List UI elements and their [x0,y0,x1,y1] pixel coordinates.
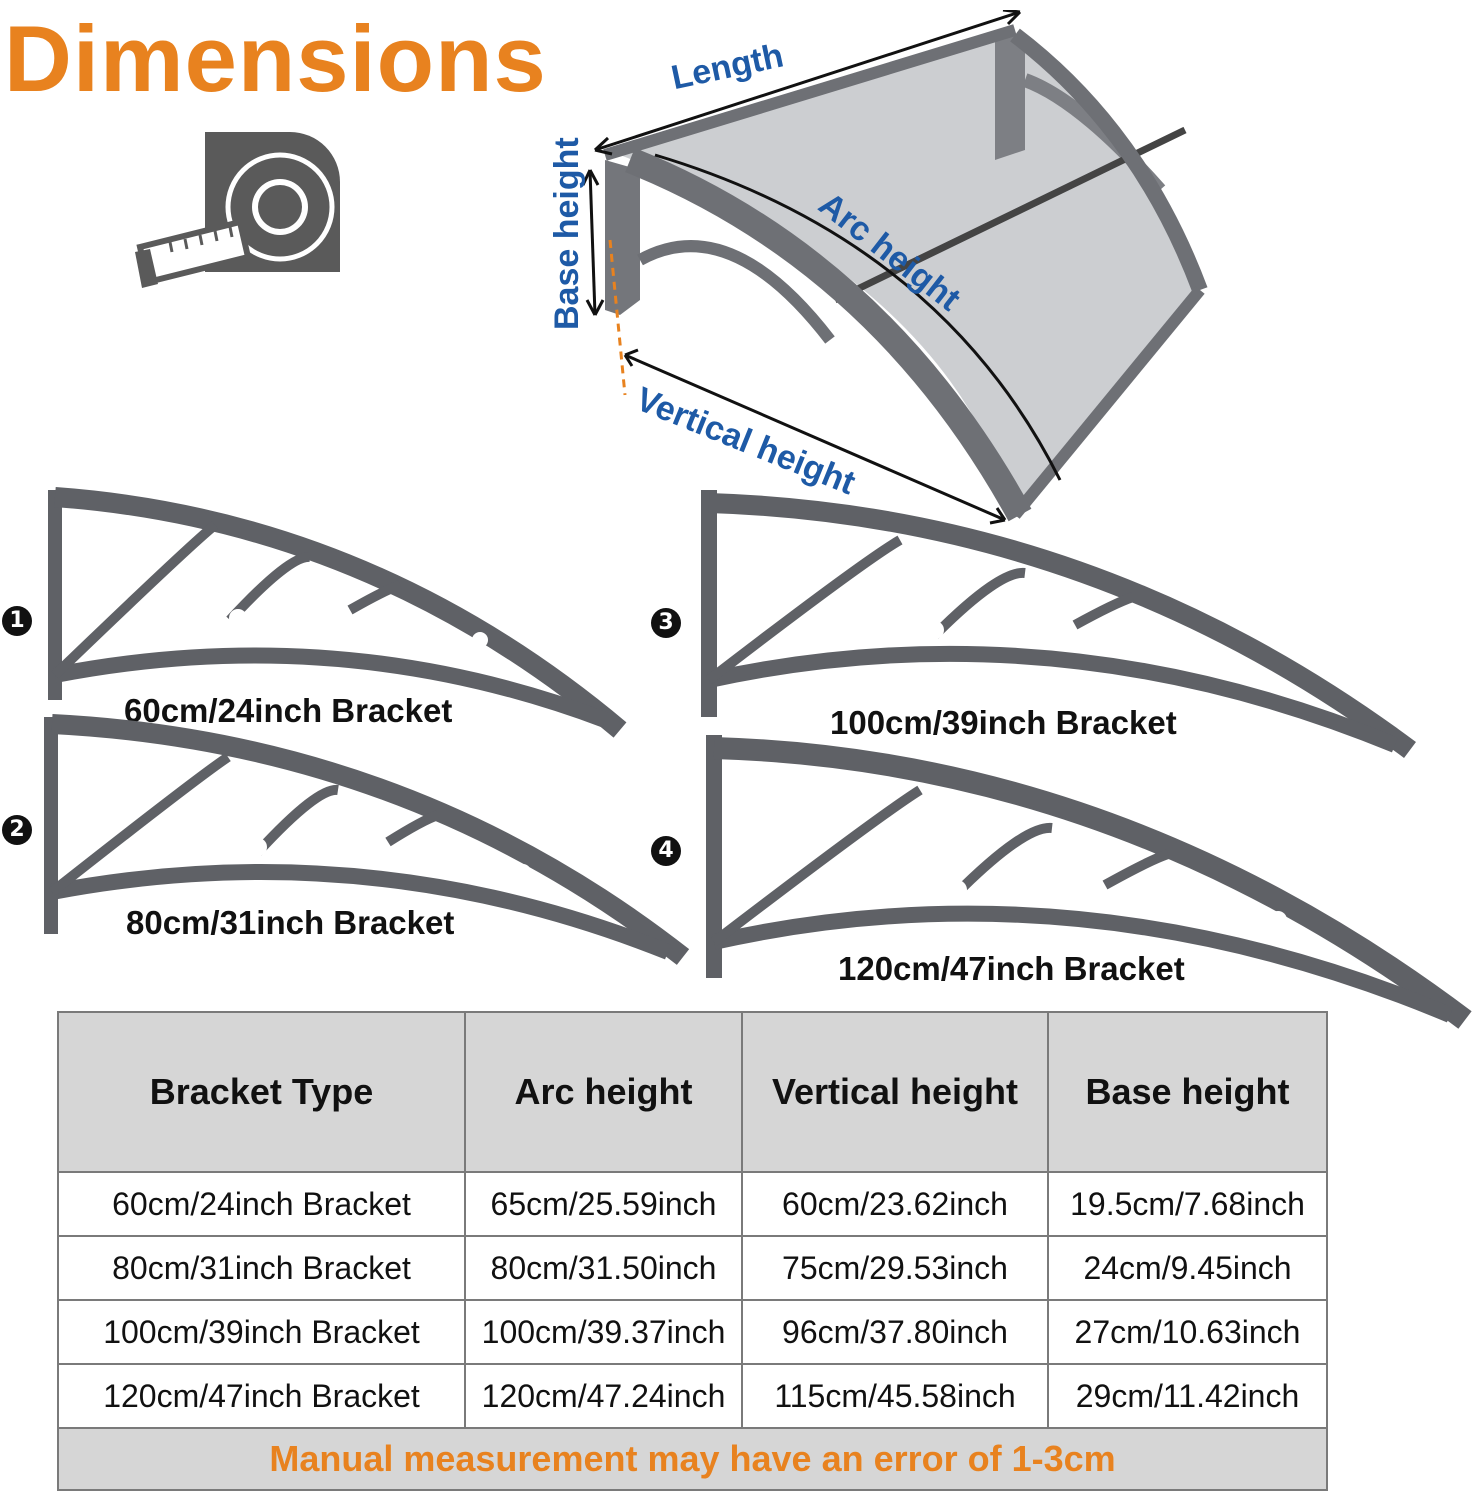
table-row: 120cm/47inch Bracket 120cm/47.24inch 115… [57,1363,1328,1429]
header-vertical-height: Vertical height [741,1011,1049,1173]
table-cell: 100cm/39inch Bracket [57,1299,466,1365]
header-arc-height: Arc height [464,1011,743,1173]
bracket-4-number: 4 [651,836,681,866]
page-title: Dimensions [4,6,547,111]
table-row: 100cm/39inch Bracket 100cm/39.37inch 96c… [57,1299,1328,1365]
table-header-row: Bracket Type Arc height Vertical height … [57,1011,1328,1173]
awning-diagram [581,10,1208,525]
table-cell: 19.5cm/7.68inch [1047,1171,1328,1237]
table-cell: 27cm/10.63inch [1047,1299,1328,1365]
table-cell: 75cm/29.53inch [741,1235,1049,1301]
bracket-2-image [44,714,690,965]
bracket-1-label: 60cm/24inch Bracket [124,692,453,729]
bracket-4-image [706,735,1472,1029]
tape-measure-icon [135,132,340,288]
bracket-3-number: 3 [651,608,681,638]
table-note-row: Manual measurement may have an error of … [57,1427,1328,1491]
table-cell: 96cm/37.80inch [741,1299,1049,1365]
dimension-table: Bracket Type Arc height Vertical height … [57,1011,1328,1491]
table-cell: 80cm/31inch Bracket [57,1235,466,1301]
table-cell: 60cm/23.62inch [741,1171,1049,1237]
bracket-2-number: 2 [2,815,32,845]
table-cell: 24cm/9.45inch [1047,1235,1328,1301]
measurement-note: Manual measurement may have an error of … [57,1427,1328,1491]
table-row: 80cm/31inch Bracket 80cm/31.50inch 75cm/… [57,1235,1328,1301]
table-cell: 120cm/47.24inch [464,1363,743,1429]
table-cell: 65cm/25.59inch [464,1171,743,1237]
bracket-2-label: 80cm/31inch Bracket [126,904,455,941]
bracket-4-label: 120cm/47inch Bracket [838,950,1185,987]
table-cell: 115cm/45.58inch [741,1363,1049,1429]
header-base-height: Base height [1047,1011,1328,1173]
bracket-3-image [701,490,1416,759]
bracket-1-number: 1 [2,606,32,636]
table-row: 60cm/24inch Bracket 65cm/25.59inch 60cm/… [57,1171,1328,1237]
header-bracket-type: Bracket Type [57,1011,466,1173]
table-cell: 29cm/11.42inch [1047,1363,1328,1429]
table-cell: 120cm/47inch Bracket [57,1363,466,1429]
table-cell: 60cm/24inch Bracket [57,1171,466,1237]
bracket-3-label: 100cm/39inch Bracket [830,704,1177,741]
table-cell: 80cm/31.50inch [464,1235,743,1301]
table-cell: 100cm/39.37inch [464,1299,743,1365]
base-height-label: Base height [548,137,586,330]
bracket-1-image [48,487,627,738]
